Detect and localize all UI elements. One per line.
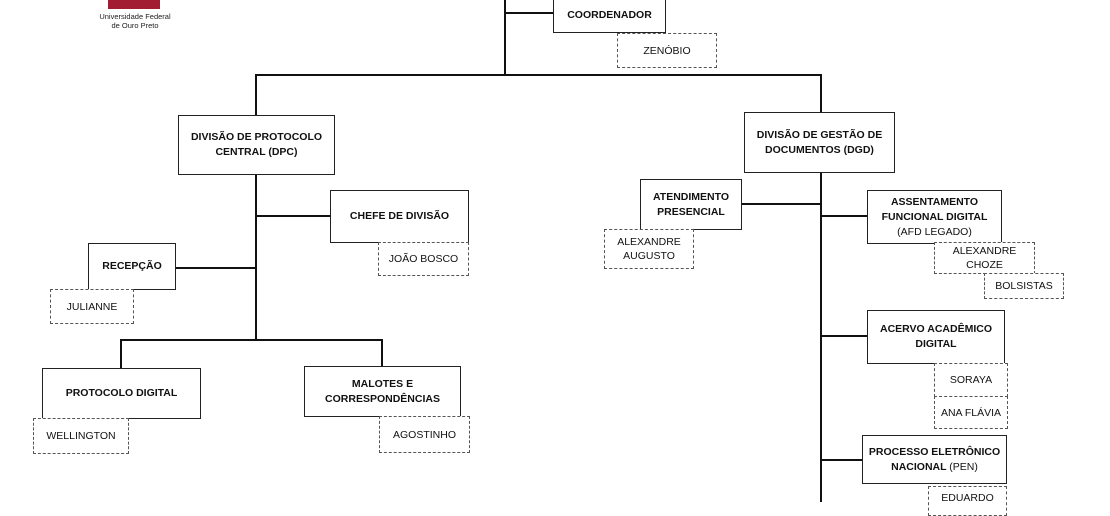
node-title: RECEPÇÃO [102,260,162,272]
person-bolsistas: BOLSISTAS [984,273,1064,299]
person-name: ALEXANDRE [952,245,1017,257]
node-title: CENTRAL (DPC) [215,146,298,158]
node-title: ATENDIMENTO [652,190,730,203]
person-soraya: SORAYA [934,363,1008,397]
connector [255,174,257,341]
person-name: ZENÓBIO [643,44,691,57]
person-joao-bosco: JOÃO BOSCO [378,242,469,276]
connector [120,339,383,341]
node-title: COORDENADOR [567,9,652,21]
connector [740,203,821,205]
node-malotes: MALOTES E CORRESPONDÊNCIAS [304,366,461,417]
node-subtitle: (AFD LEGADO) [897,225,972,238]
node-coordenador: COORDENADOR [553,0,666,33]
node-title: PROTOCOLO DIGITAL [65,387,178,399]
person-name: WELLINGTON [46,430,116,442]
node-title: ASSENTAMENTO [890,195,979,208]
logo-line2: de Ouro Preto [111,21,159,30]
person-name: JOÃO BOSCO [388,253,459,265]
person-name: ALEXANDRE [617,236,681,248]
person-name: CHOZE [966,259,1003,271]
node-title: PRESENCIAL [657,205,725,218]
connector [255,74,822,76]
person-ana-flavia: ANA FLÁVIA [934,396,1008,429]
ufop-logo [108,0,160,9]
node-atendimento-presencial: ATENDIMENTO PRESENCIAL [640,179,742,230]
connector [820,335,868,337]
connector [820,172,822,502]
node-title: CHEFE DE DIVISÃO [349,210,450,222]
connector [504,0,506,76]
person-zenobio: ZENÓBIO [617,33,717,68]
node-dpc: DIVISÃO DE PROTOCOLO CENTRAL (DPC) [178,115,335,175]
person-alexandre-augusto: ALEXANDRE AUGUSTO [604,229,694,269]
connector [504,12,554,14]
connector [820,74,822,114]
node-chefe-divisao: CHEFE DE DIVISÃO [330,190,469,243]
node-title: NACIONAL [891,460,947,473]
node-title: DOCUMENTOS (DGD) [765,143,874,156]
node-recepcao: RECEPÇÃO [88,243,176,290]
node-dgd: DIVISÃO DE GESTÃO DE DOCUMENTOS (DGD) [744,112,895,173]
person-name: ANA FLÁVIA [940,406,1002,419]
person-agostinho: AGOSTINHO [379,416,470,453]
connector [255,215,331,217]
node-title: MALOTES E [351,377,414,390]
node-title: CORRESPONDÊNCIAS [325,392,440,405]
person-julianne: JULIANNE [50,289,134,324]
person-alexandre-choze: ALEXANDRE CHOZE [934,242,1035,274]
node-title: PROCESSO ELETRÔNICO [868,445,1001,458]
connector [174,267,256,269]
connector [381,339,383,367]
person-name: JULIANNE [66,300,118,313]
person-name: AUGUSTO [623,250,675,262]
person-name: SORAYA [949,374,993,386]
node-title: DIGITAL [915,338,957,350]
person-name: BOLSISTAS [995,280,1053,292]
node-subtitle: (PEN) [949,460,978,473]
node-title: DIVISÃO DE PROTOCOLO [190,131,323,143]
node-acervo-academico: ACERVO ACADÊMICO DIGITAL [867,310,1005,364]
person-name: AGOSTINHO [392,428,456,441]
node-pen: PROCESSO ELETRÔNICO NACIONAL (PEN) [862,435,1007,484]
person-eduardo: EDUARDO [928,486,1007,516]
node-title: ACERVO ACADÊMICO [879,323,992,335]
node-title: DIVISÃO DE GESTÃO DE [756,128,883,141]
logo-line1: Universidade Federal [99,12,171,21]
person-wellington: WELLINGTON [33,418,129,454]
node-afd: ASSENTAMENTO FUNCIONAL DIGITAL (AFD LEGADO… [867,190,1002,244]
connector [120,339,122,369]
node-title: FUNCIONAL DIGITAL [881,210,988,223]
connector [820,459,863,461]
node-protocolo-digital: PROTOCOLO DIGITAL [42,368,201,419]
person-name: EDUARDO [941,492,994,504]
connector [820,215,868,217]
connector [255,74,257,116]
